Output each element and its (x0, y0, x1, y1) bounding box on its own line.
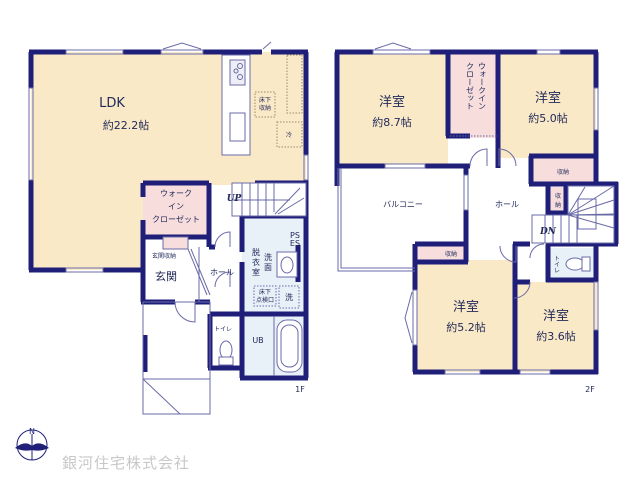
fridge-label: 冷 (286, 131, 292, 139)
stairs-down-label: DN (539, 227, 557, 237)
svg-text:クローゼット: クローゼット (466, 62, 475, 110)
svg-text:床下: 床下 (259, 288, 271, 296)
storage-2-label: 収 (555, 193, 561, 200)
western-room-4-size: 約3.6帖 (536, 329, 576, 343)
ldk-floor (31, 52, 306, 185)
western-room-2-size: 約5.0帖 (528, 111, 568, 125)
svg-text:収納: 収納 (259, 104, 271, 112)
svg-text:面: 面 (264, 263, 272, 272)
underfloor-storage (254, 91, 276, 118)
wic-label-1: ウォーク (160, 189, 192, 198)
fridge-space (276, 121, 303, 148)
hall-label-2f: ホール (495, 200, 519, 209)
wic-2f-floor (450, 54, 498, 138)
floor-2: 洋室 約8.7帖 ウォークイン クローゼット 洋室 約5.0帖 収納 収 納 バ… (334, 42, 619, 394)
storage-3-label: 収納 (445, 250, 457, 258)
toilet-label-1f: トイレ (214, 326, 232, 333)
windows-1f (28, 41, 309, 415)
svg-text:納: 納 (555, 201, 561, 209)
underfloor-storage-label: 床下 (259, 96, 271, 104)
floor-1-label: 1F (295, 385, 305, 394)
western-room-3-size: 約5.2帖 (446, 320, 486, 334)
floor-2-label: 2F (585, 385, 595, 394)
svg-text:N: N (29, 427, 35, 436)
western-room-2-floor (498, 54, 596, 158)
balcony-label: バルコニー (383, 200, 423, 209)
western-room-4-label: 洋室 (543, 308, 569, 324)
washroom-label: 室 (252, 267, 260, 277)
ldk-size: 約22.2帖 (103, 118, 150, 132)
underfloor-inspection-label: 点検口 (256, 296, 274, 304)
svg-text:衣: 衣 (252, 257, 260, 267)
walk-in-closet-floor (143, 185, 209, 235)
company-name: 銀河住宅株式会社 (62, 454, 191, 472)
entrance-label: 玄関 (155, 269, 177, 283)
wic-label-3: クローゼット (152, 214, 200, 224)
svg-text:脱: 脱 (252, 247, 260, 257)
ldk-label: LDK (99, 96, 125, 111)
western-room-1-floor (337, 54, 448, 164)
walls-2f (334, 49, 619, 375)
entrance-storage-label: 玄関収納 (152, 252, 176, 260)
washer-label: 洗 (285, 292, 293, 302)
western-room-4-floor (517, 282, 597, 372)
toilet-label-2f: トイレ (553, 255, 560, 273)
western-room-1-label: 洋室 (379, 94, 405, 110)
western-room-1-size: 約8.7帖 (372, 115, 412, 129)
floor-1: LDK 約22.2帖 床下 収納 冷 ウォーク イン クローゼット UP 玄関収… (28, 41, 309, 415)
stairs-up-label: UP (227, 194, 242, 204)
hall-label-1f: ホール (210, 268, 234, 277)
storage-1-label: 収納 (557, 168, 569, 176)
sink-icon (229, 112, 246, 142)
western-room-2-label: 洋室 (535, 90, 561, 106)
wic-2f-label: ウォークイン (478, 62, 487, 110)
svg-text:洗: 洗 (264, 252, 272, 262)
western-room-3-label: 洋室 (453, 299, 479, 315)
windows-2f (337, 42, 615, 375)
wic-label-2: イン (168, 202, 184, 211)
bath-label: UB (252, 336, 263, 345)
ps-label: PS (290, 231, 300, 240)
western-room-3-floor (417, 260, 513, 372)
compass-icon: N (15, 427, 49, 461)
es-label: ES (290, 239, 300, 248)
